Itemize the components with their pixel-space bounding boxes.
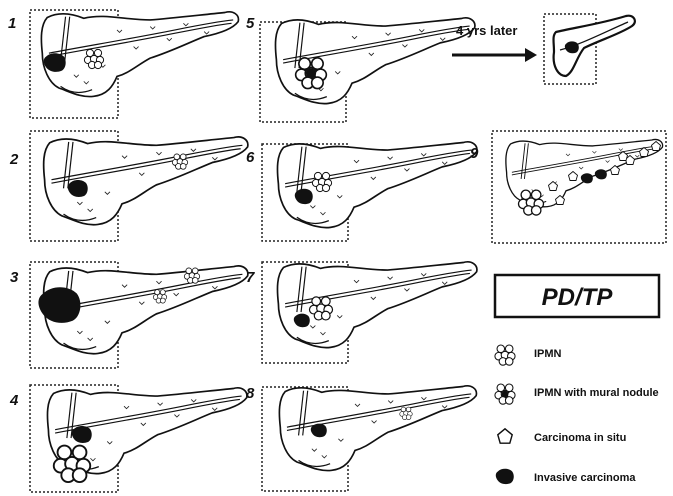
panel-number: 8 bbox=[246, 385, 255, 402]
legend-label-cis: Carcinoma in situ bbox=[534, 432, 626, 444]
procedure-label: PD/TP bbox=[542, 284, 614, 311]
panel-number: 1 bbox=[8, 15, 16, 32]
ipmn-icon bbox=[495, 345, 515, 365]
ipmn-mural-nodule-icon bbox=[495, 384, 515, 404]
invasive-carcinoma-icon bbox=[496, 469, 514, 484]
followup-arrow: 4 yrs later bbox=[452, 23, 537, 62]
panel-1: 1 bbox=[8, 10, 238, 118]
panel-number: 5 bbox=[246, 15, 255, 32]
legend-label-invasive: Invasive carcinoma bbox=[534, 472, 636, 484]
panel-number: 6 bbox=[246, 149, 255, 166]
panel-7: 7 bbox=[246, 262, 477, 363]
panel-number: 7 bbox=[246, 269, 255, 286]
panel-5: 5 bbox=[246, 15, 475, 122]
followup-pancreas bbox=[544, 14, 635, 84]
legend-label-mural-nodule: IPMN with mural nodule bbox=[534, 387, 659, 399]
panel-number: 4 bbox=[9, 392, 19, 409]
legend-label-ipmn: IPMN bbox=[534, 348, 562, 360]
panel-8: 8 bbox=[246, 385, 476, 491]
panel-number: 9 bbox=[470, 145, 479, 162]
legend: IPMN IPMN with mural nodule Carcinoma in… bbox=[495, 345, 659, 484]
panel-9: 9 bbox=[470, 131, 666, 243]
procedure-box: PD/TP bbox=[495, 275, 659, 317]
panel-4: 4 bbox=[9, 385, 247, 492]
panel-6: 6 bbox=[246, 142, 477, 241]
carcinoma-in-situ-icon bbox=[498, 429, 512, 443]
panel-3: 3 bbox=[10, 262, 248, 368]
panel-number: 2 bbox=[9, 151, 19, 168]
panel-number: 3 bbox=[10, 269, 19, 286]
panel-2: 2 bbox=[9, 131, 248, 241]
followup-label: 4 yrs later bbox=[456, 23, 517, 38]
